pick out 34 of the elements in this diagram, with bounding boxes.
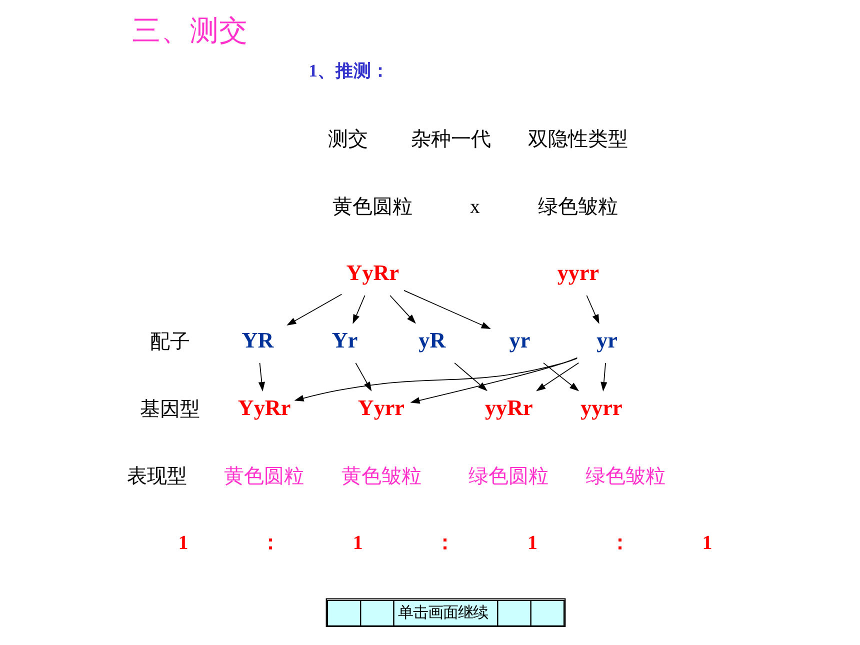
label: 基因型	[140, 398, 200, 420]
label: 黄色皱粒	[341, 466, 422, 488]
node-text: YyRr	[346, 260, 400, 285]
label: 黄色圆粒	[224, 466, 304, 488]
node-text: yyrr	[580, 394, 622, 420]
label: 绿色皱粒	[538, 196, 618, 218]
node-text: yyRr	[484, 394, 533, 420]
node-text: YyRr	[238, 394, 291, 420]
label: 绿色皱粒	[586, 466, 666, 488]
label: 双隐性类型	[528, 128, 628, 151]
label: 1	[528, 532, 538, 554]
label: 1、推测：	[308, 60, 390, 80]
label: 1	[702, 532, 712, 554]
node-text: yr	[509, 327, 530, 352]
label: ：	[435, 532, 456, 554]
label: 1	[352, 532, 363, 554]
label: 杂种一代	[410, 128, 491, 151]
node-text: YR	[242, 327, 274, 352]
node-text: yyrr	[557, 260, 600, 285]
label: ：	[610, 532, 630, 554]
diagram-title: 三、测交	[132, 14, 248, 47]
label: x	[470, 196, 480, 218]
label: 单击画面继续	[398, 604, 488, 622]
label: 绿色圆粒	[468, 466, 548, 488]
node-text: yr	[596, 327, 618, 352]
node-text: Yr	[332, 327, 358, 352]
node-text: Yyrr	[358, 394, 404, 420]
label: 配子	[150, 330, 190, 353]
label: ：	[260, 532, 281, 554]
node-text: yR	[418, 327, 446, 352]
label: 表现型	[126, 466, 187, 488]
label: 黄色圆粒	[332, 196, 412, 218]
label: 1	[178, 532, 188, 554]
label: 测交	[328, 128, 368, 151]
